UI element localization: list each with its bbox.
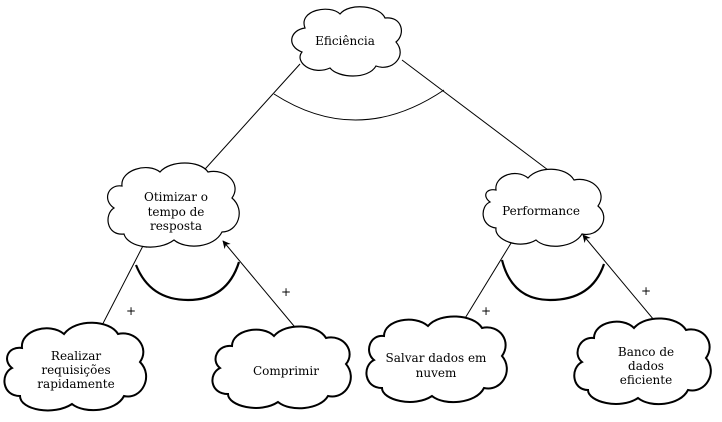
node-comprimir[interactable]: Comprimir — [211, 325, 352, 410]
node-salvar[interactable]: Salvar dados em nuvem — [365, 315, 508, 404]
label-realizar-1: Realizar — [51, 349, 101, 363]
node-realizar[interactable]: Realizar requisições rapidamente — [3, 321, 148, 412]
label-realizar-2: requisições — [41, 363, 110, 377]
label-salvar-2: nuvem — [416, 366, 457, 380]
and-arc-otimizar — [134, 261, 241, 302]
link-realizar-otimizar — [95, 239, 147, 338]
label-realizar-3: rapidamente — [37, 377, 114, 391]
node-banco[interactable]: Banco de dados eficiente — [573, 317, 712, 406]
label-salvar-1: Salvar dados em — [386, 351, 488, 365]
cloud-shape-realizar — [3, 321, 148, 412]
label-comprimir: Comprimir — [253, 364, 319, 378]
node-otimizar[interactable]: Otimizar o tempo de resposta — [106, 162, 240, 248]
node-performance[interactable]: Performance — [482, 168, 605, 247]
cloud-shape-comprimir — [211, 325, 352, 410]
label-performance: Performance — [502, 204, 580, 218]
label-banco-3: eficiente — [620, 373, 672, 387]
link-eficiencia-otimizar — [196, 63, 301, 179]
label-otimizar-3: resposta — [150, 219, 202, 233]
label-banco-2: dados — [628, 359, 664, 373]
label-otimizar-2: tempo de — [148, 205, 205, 219]
cloud-shape-banco — [573, 317, 712, 406]
and-arc-performance — [500, 259, 606, 302]
link-banco-performance — [582, 234, 665, 333]
plus-banco: + — [641, 284, 651, 298]
label-eficiencia: Eficiência — [315, 34, 375, 48]
cloud-shape-eficiencia — [291, 6, 402, 77]
cloud-shape-performance — [482, 168, 605, 247]
cloud-shape-salvar — [365, 315, 508, 404]
plus-realizar: + — [126, 304, 136, 318]
and-arc-eficiencia — [273, 89, 445, 121]
link-comprimir-otimizar — [222, 240, 305, 339]
cloud-shape-otimizar — [106, 162, 240, 248]
label-otimizar-1: Otimizar o — [144, 190, 208, 204]
plus-salvar: + — [481, 304, 491, 318]
link-eficiencia-performance — [401, 59, 557, 177]
label-banco-1: Banco de — [618, 345, 674, 359]
plus-comprimir: + — [281, 285, 291, 299]
link-salvar-performance — [455, 234, 517, 334]
node-eficiencia[interactable]: Eficiência — [291, 6, 402, 77]
